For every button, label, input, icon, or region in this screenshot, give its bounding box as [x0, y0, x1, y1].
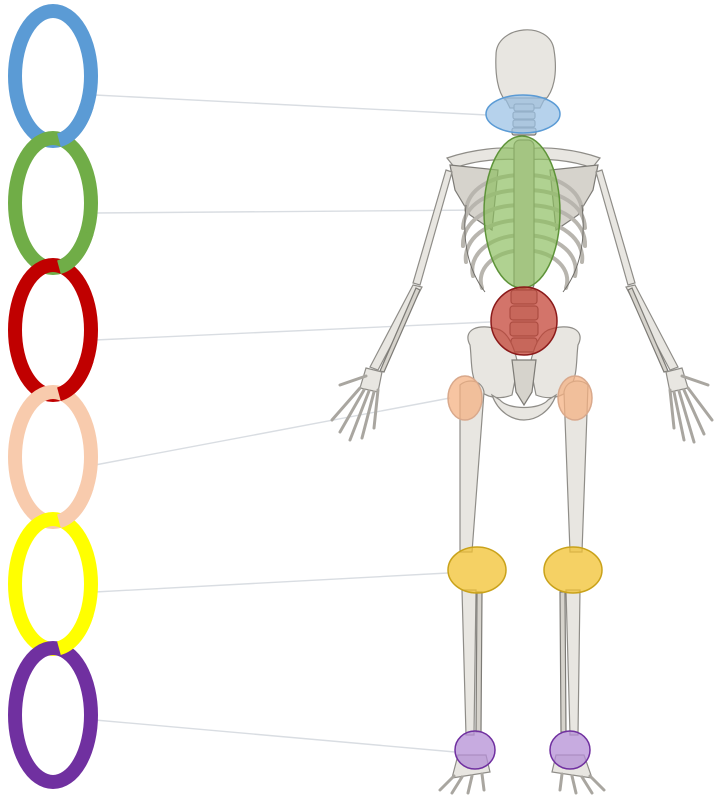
connector-thoracic — [95, 210, 482, 213]
chain-link-ankles — [15, 648, 91, 782]
chain-link-overlap-5 — [59, 614, 87, 649]
chain-link-overlap-3 — [59, 360, 87, 395]
connector-lumbar — [95, 322, 490, 340]
left-hip-highlight — [448, 376, 482, 420]
connector-lines — [95, 95, 490, 752]
left-hand — [332, 368, 382, 440]
lumbar-spine-highlight — [491, 287, 557, 355]
connector-knees — [95, 573, 448, 592]
chain-link-overlap-4 — [59, 487, 87, 522]
thoracic-spine-highlight — [484, 136, 560, 288]
right-ankle-highlight — [550, 731, 590, 769]
right-arm — [596, 170, 712, 442]
chain-link-overlap-1 — [59, 106, 87, 141]
connector-neck — [95, 95, 487, 115]
right-hip-highlight — [558, 376, 592, 420]
neck-highlight — [486, 95, 560, 133]
chain-link-overlap-2 — [59, 233, 87, 268]
left-knee-highlight — [448, 547, 506, 593]
connector-ankles — [95, 720, 455, 752]
left-ankle-highlight — [455, 731, 495, 769]
right-knee-highlight — [544, 547, 602, 593]
right-hand — [666, 368, 712, 442]
connector-hips — [95, 398, 450, 465]
